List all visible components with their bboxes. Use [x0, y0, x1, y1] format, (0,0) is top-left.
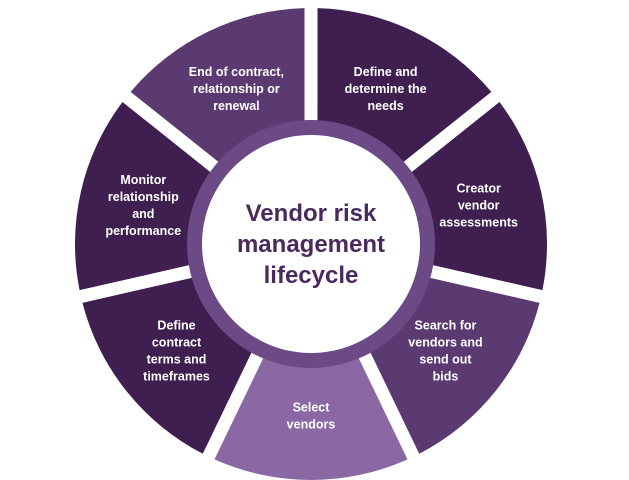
segment-select-vendors	[214, 334, 408, 480]
center-disc	[202, 135, 420, 353]
